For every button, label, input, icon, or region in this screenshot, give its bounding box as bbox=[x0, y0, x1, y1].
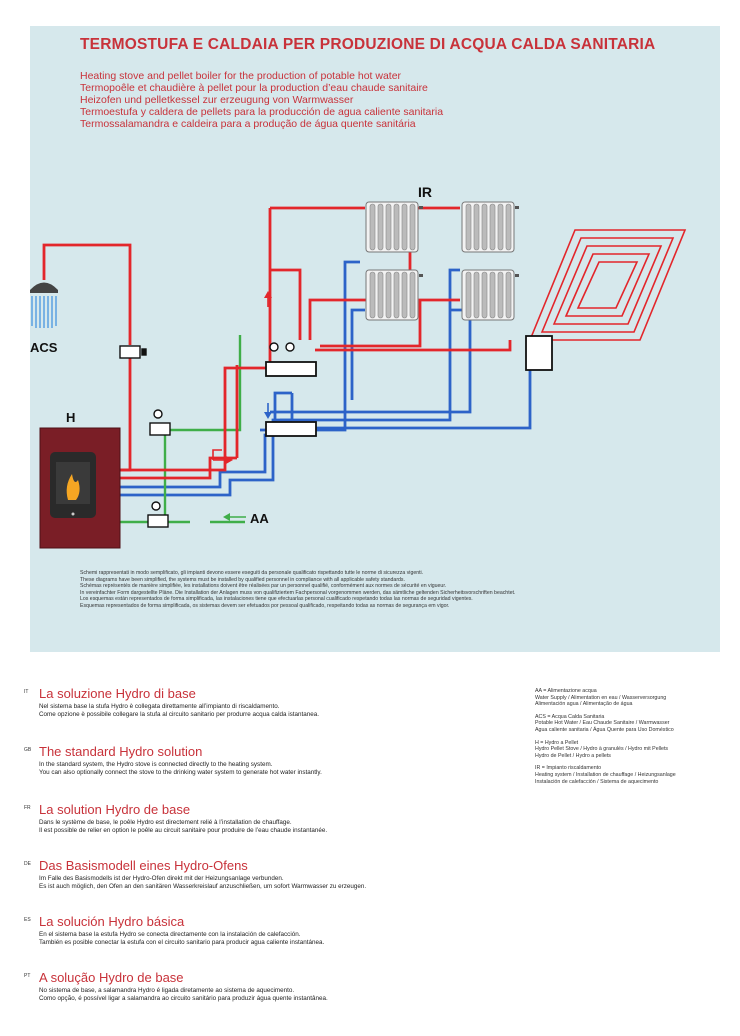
legend-line: Instalación de calefacción / Sistema de … bbox=[535, 778, 659, 785]
radiator-icon bbox=[365, 201, 520, 321]
manifold-icon bbox=[265, 361, 317, 377]
shower-icon bbox=[30, 282, 58, 328]
legend-item-aa: AA = Alimentazione acqua Water Supply / … bbox=[535, 688, 725, 708]
section-heading: The standard Hydro solution bbox=[39, 744, 203, 759]
legend-line: Hydro Pellet Stove / Hydro à granulés / … bbox=[535, 746, 669, 753]
legend-line: H = Hydro a Pellet bbox=[535, 739, 579, 746]
body-line: Come opzione è possibile collegare la st… bbox=[39, 711, 320, 718]
disclaimer-block: Schemi rappresentati in modo semplificat… bbox=[80, 570, 700, 610]
legend-line: Heating system / Installation de chauffa… bbox=[535, 771, 676, 778]
aa-label: AA bbox=[250, 511, 269, 526]
subtitle-en: Heating stove and pellet boiler for the … bbox=[80, 70, 402, 82]
subtitle-es: Termoestufa y caldera de pellets para la… bbox=[80, 106, 444, 118]
section-body: In the standard system, the Hydro stove … bbox=[39, 761, 322, 777]
h-label: H bbox=[66, 410, 75, 425]
legend-line: Water Supply / Alimentation en eau / Was… bbox=[535, 694, 667, 701]
section-body: Im Falle des Basismodells ist der Hydro-… bbox=[39, 875, 366, 891]
section-body: Dans le système de base, le poêle Hydro … bbox=[39, 819, 327, 835]
disclaimer-de: In vereinfachter Form dargestellte Pläne… bbox=[80, 589, 516, 596]
legend-line: IR = Impianto riscaldamento bbox=[535, 765, 602, 772]
hydraulic-diagram: IR ACS H AA bbox=[30, 184, 687, 549]
section-heading: Das Basismodell eines Hydro-Ofens bbox=[39, 858, 248, 873]
disclaimer-es: Los esquemas están representados de form… bbox=[80, 596, 473, 603]
body-line: You can also optionally connect the stov… bbox=[39, 769, 322, 776]
section-body: No sistema de base, a salamandra Hydro é… bbox=[39, 987, 328, 1003]
language-code: PT bbox=[24, 973, 31, 979]
legend-line: Potable Hot Water / Eau Chaude Sanitaire… bbox=[535, 720, 670, 727]
disclaimer-en: These diagrams have been simplified, the… bbox=[80, 576, 405, 583]
body-line: Dans le système de base, le poêle Hydro … bbox=[39, 819, 292, 826]
legend-line: ACS = Acqua Calda Sanitaria bbox=[535, 713, 605, 720]
underfloor-heating-icon bbox=[528, 229, 687, 350]
body-line: En el sistema base la estufa Hydro se co… bbox=[39, 931, 301, 938]
legend-item-h: H = Hydro a Pellet Hydro Pellet Stove / … bbox=[535, 740, 725, 760]
section-body: En el sistema base la estufa Hydro se co… bbox=[39, 931, 324, 947]
subtitle-fr: Termopoêle et chaudière à pellet pour la… bbox=[80, 82, 428, 94]
subtitle-block: Heating stove and pellet boiler for the … bbox=[80, 70, 443, 130]
ir-label: IR bbox=[418, 184, 432, 200]
body-line: In the standard system, the Hydro stove … bbox=[39, 761, 273, 768]
body-line: Il est possible de relier en option le p… bbox=[39, 827, 328, 834]
section-heading: A solução Hydro de base bbox=[39, 970, 184, 985]
disclaimer-it: Schemi rappresentati in modo semplificat… bbox=[80, 570, 424, 576]
language-code: ES bbox=[24, 917, 31, 923]
diagram-panel bbox=[30, 26, 720, 652]
acs-label: ACS bbox=[30, 340, 58, 355]
abbreviation-legend: AA = Alimentazione acqua Water Supply / … bbox=[535, 688, 725, 791]
pellet-stove-icon bbox=[39, 427, 121, 549]
disclaimer-pt: Esquemas representados de forma simplifi… bbox=[80, 602, 450, 609]
legend-item-ir: IR = Impianto riscaldamento Heating syst… bbox=[535, 765, 725, 785]
body-line: Im Falle des Basismodells ist der Hydro-… bbox=[39, 875, 284, 882]
legend-line: Hydro de Pellet / Hydro a pellets bbox=[535, 752, 611, 759]
manifold-icon bbox=[265, 421, 317, 437]
manifold-icon bbox=[525, 335, 553, 371]
subtitle-pt: Termossalamandra e caldeira para a produ… bbox=[80, 118, 416, 130]
legend-line: Agua caliente sanitaria / Água Quente pa… bbox=[535, 726, 674, 733]
legend-line: AA = Alimentazione acqua bbox=[535, 688, 597, 694]
body-line: También es posible conectar la estufa co… bbox=[39, 939, 325, 946]
language-code: FR bbox=[24, 805, 31, 811]
legend-line: Alimentación agua / Alimentação de água bbox=[535, 701, 633, 708]
disclaimer-fr: Schémas représentés de manière simplifié… bbox=[80, 583, 447, 590]
section-body: Nel sistema base la stufa Hydro è colleg… bbox=[39, 703, 319, 719]
body-line: No sistema de base, a salamandra Hydro é… bbox=[39, 987, 295, 994]
body-line: Nel sistema base la stufa Hydro è colleg… bbox=[39, 703, 280, 710]
subtitle-de: Heizofen und pelletkessel zur erzeugung … bbox=[80, 94, 354, 106]
body-line: Como opção, é possível ligar a salamandr… bbox=[39, 995, 328, 1002]
body-line: Es ist auch möglich, den Ofen an den san… bbox=[39, 883, 367, 890]
language-code: GB bbox=[24, 747, 32, 753]
valve-icon bbox=[119, 342, 295, 528]
page-title: TERMOSTUFA E CALDAIA PER PRODUZIONE DI A… bbox=[80, 36, 656, 53]
section-heading: La soluzione Hydro di base bbox=[39, 686, 196, 701]
section-heading: La solution Hydro de base bbox=[39, 802, 191, 817]
language-code: IT bbox=[24, 689, 29, 695]
legend-item-acs: ACS = Acqua Calda Sanitaria Potable Hot … bbox=[535, 714, 725, 734]
language-code: DE bbox=[24, 861, 31, 867]
flow-arrow-icon bbox=[212, 291, 272, 521]
section-heading: La solución Hydro básica bbox=[39, 914, 185, 929]
